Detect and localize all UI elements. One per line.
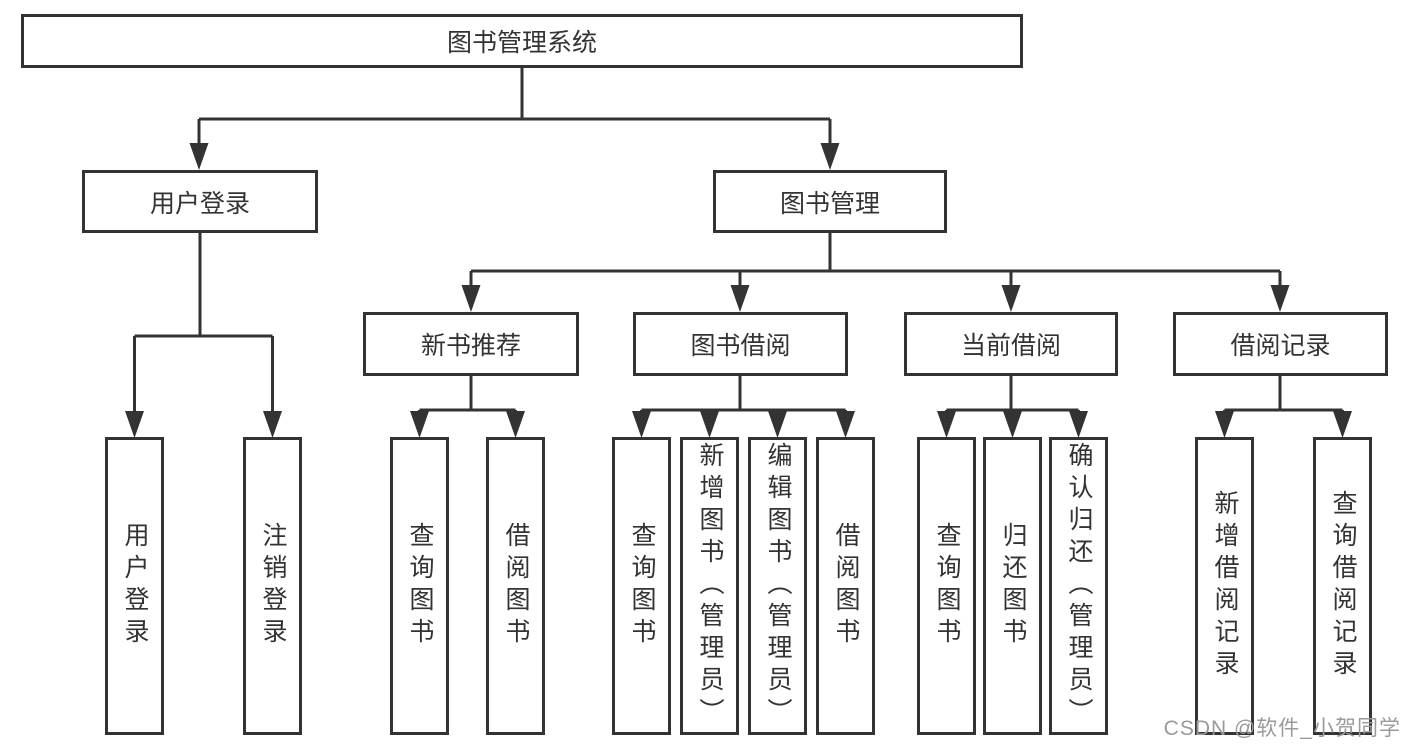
leaf-label: 确认归还（管理员） — [1065, 442, 1093, 730]
leaf-confirm-return-admin: 确认归还（管理员） — [1049, 437, 1108, 735]
node-borrowing-records: 借阅记录 — [1173, 312, 1388, 376]
node-current-borrowing: 当前借阅 — [904, 312, 1118, 376]
node-user-login: 用户登录 — [82, 170, 318, 233]
node-book-management: 图书管理 — [713, 170, 947, 233]
leaf-query-books: 查询图书 — [917, 437, 976, 735]
leaf-query-books: 查询图书 — [390, 437, 449, 735]
watermark: CSDN @软件_小贺同学 — [1163, 717, 1401, 740]
leaf-user-login: 用户登录 — [105, 437, 164, 735]
leaf-label: 编辑图书（管理员） — [764, 442, 792, 730]
leaf-label: 借阅图书 — [832, 522, 860, 650]
leaf-label: 新增借阅记录 — [1211, 490, 1239, 682]
node-library-management-system: 图书管理系统 — [21, 14, 1023, 68]
leaf-borrow-books: 借阅图书 — [816, 437, 875, 735]
leaf-edit-books-admin: 编辑图书（管理员） — [748, 437, 807, 735]
leaf-return-books: 归还图书 — [983, 437, 1042, 735]
leaf-label: 归还图书 — [999, 522, 1027, 650]
leaf-label: 用户登录 — [121, 522, 149, 650]
node-book-borrowing: 图书借阅 — [633, 312, 848, 376]
leaf-add-borrow-record: 新增借阅记录 — [1195, 437, 1254, 735]
leaf-label: 新增图书（管理员） — [696, 442, 724, 730]
leaf-query-books: 查询图书 — [612, 437, 671, 735]
node-new-book-recommendation: 新书推荐 — [363, 312, 579, 376]
leaf-logout: 注销登录 — [243, 437, 302, 735]
leaf-label: 借阅图书 — [502, 522, 530, 650]
leaf-label: 注销登录 — [259, 522, 287, 650]
leaf-borrow-books: 借阅图书 — [486, 437, 545, 735]
leaf-label: 查询借阅记录 — [1329, 490, 1357, 682]
leaf-label: 查询图书 — [933, 522, 961, 650]
leaf-label: 查询图书 — [406, 522, 434, 650]
leaf-label: 查询图书 — [628, 522, 656, 650]
leaf-add-books-admin: 新增图书（管理员） — [680, 437, 739, 735]
leaf-query-borrow-record: 查询借阅记录 — [1313, 437, 1372, 735]
